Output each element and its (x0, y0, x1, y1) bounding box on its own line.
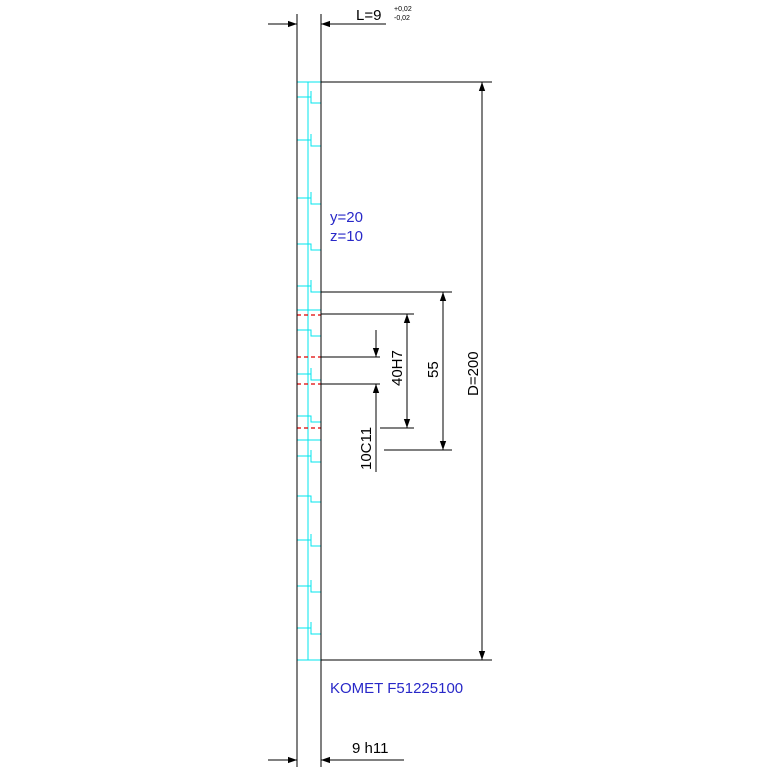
part-number-label: KOMET F51225100 (330, 680, 463, 697)
tooth (297, 415, 321, 423)
dimension-lines (268, 14, 492, 767)
width-dimension-label: L=9 (356, 7, 381, 24)
tooth (297, 622, 321, 635)
keyway-dimension-label: 10C11 (358, 427, 375, 470)
tooth (297, 580, 321, 593)
width-tolerance-upper: +0,02 (394, 6, 412, 13)
tooth (297, 450, 321, 463)
hub-diameter-label: 55 (425, 361, 442, 378)
tooth (297, 134, 321, 147)
tooth (297, 280, 321, 293)
hidden-lines (297, 314, 321, 429)
tooth (297, 534, 321, 547)
tooth (297, 495, 321, 503)
tooth (297, 192, 321, 205)
tooth (297, 243, 321, 251)
bottom-width-label: 9 h11 (352, 740, 388, 757)
tooth (297, 91, 321, 104)
cutter-side-view (296, 81, 322, 661)
cutter-body-outline (296, 81, 322, 661)
width-tolerance-lower: -0,02 (394, 15, 410, 22)
diameter-dimension-label: D=200 (465, 351, 482, 396)
teeth-count-label: y=20 (330, 209, 363, 226)
z-count-label: z=10 (330, 228, 363, 245)
tooth (297, 368, 321, 381)
bore-dimension-label: 40H7 (389, 350, 406, 386)
tooth (297, 329, 321, 337)
